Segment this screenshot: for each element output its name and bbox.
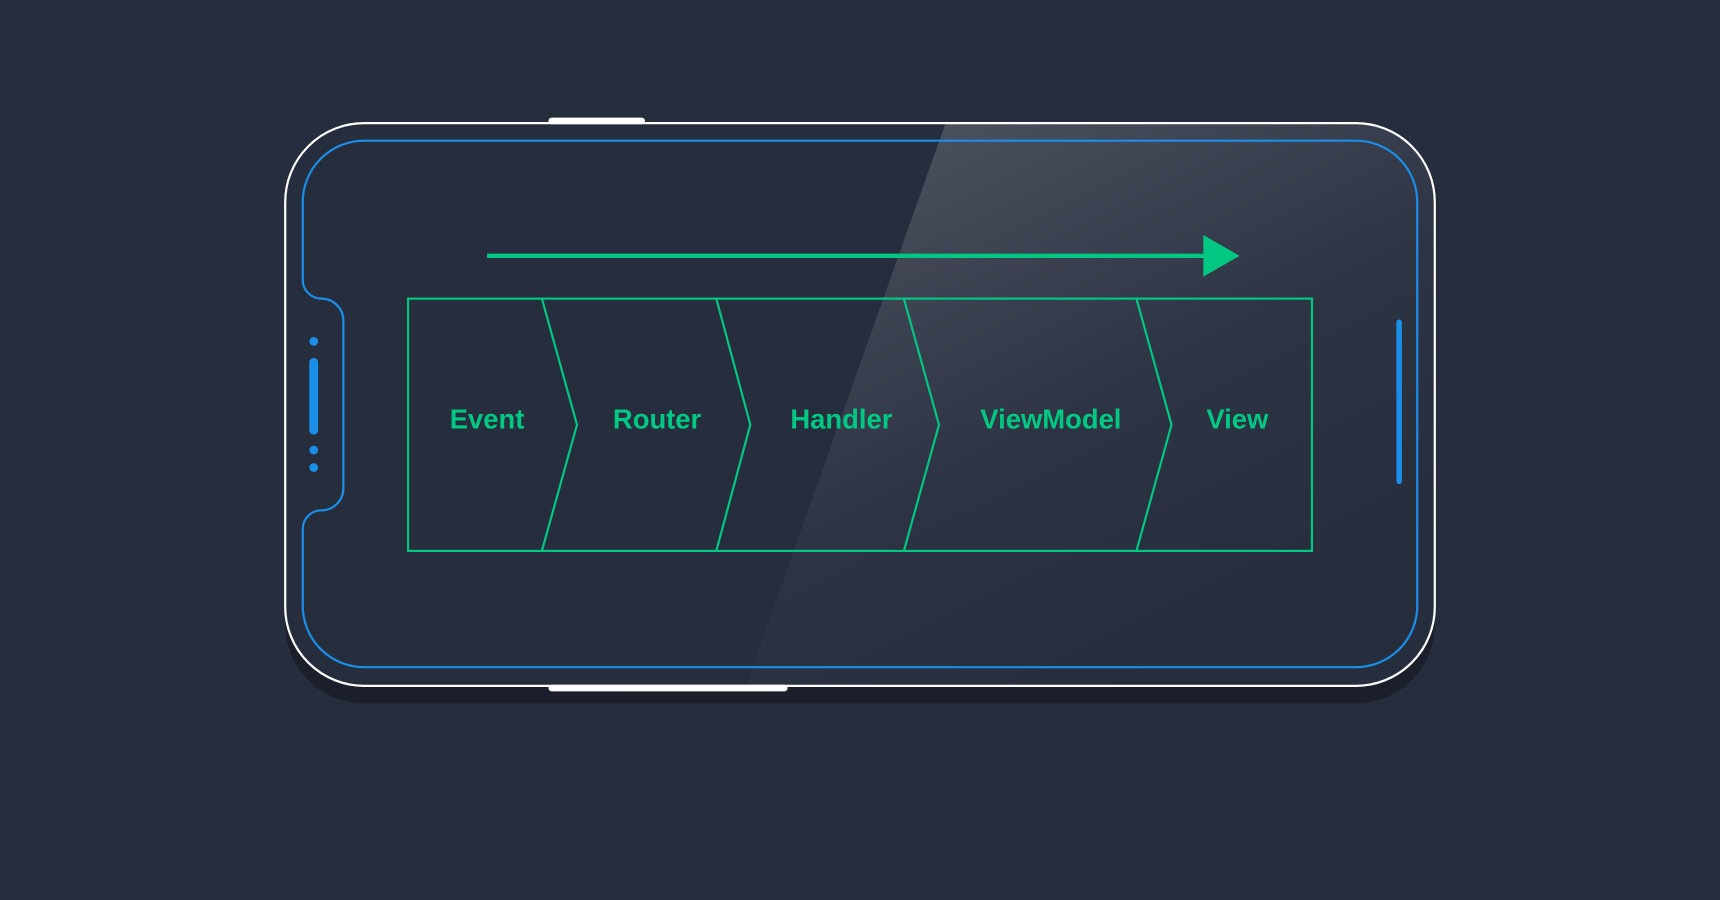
- stage-view: View: [1206, 404, 1269, 435]
- speaker-icon: [309, 357, 319, 435]
- stage-viewmodel: ViewModel: [980, 404, 1121, 435]
- chevron-divider: [902, 298, 941, 552]
- flow-arrow-head-icon: [1203, 235, 1240, 277]
- sensor-dot: [309, 445, 319, 455]
- stage-router: Router: [613, 404, 702, 435]
- chevron-divider: [540, 298, 579, 552]
- pipeline: [406, 297, 1314, 553]
- pipeline-frame: [406, 297, 1314, 553]
- sensor-dot: [309, 463, 319, 472]
- chevron-divider: [1135, 298, 1173, 552]
- stage-handler: Handler: [790, 404, 892, 435]
- sensor-dot: [309, 337, 319, 346]
- home-indicator: [1396, 319, 1402, 485]
- device-bottom-button: [548, 684, 788, 692]
- screen-outline: [301, 139, 1419, 669]
- screen-glare: [745, 123, 1435, 686]
- chevron-divider: [715, 298, 752, 552]
- device-top-button: [548, 117, 645, 125]
- stage-event: Event: [450, 404, 525, 435]
